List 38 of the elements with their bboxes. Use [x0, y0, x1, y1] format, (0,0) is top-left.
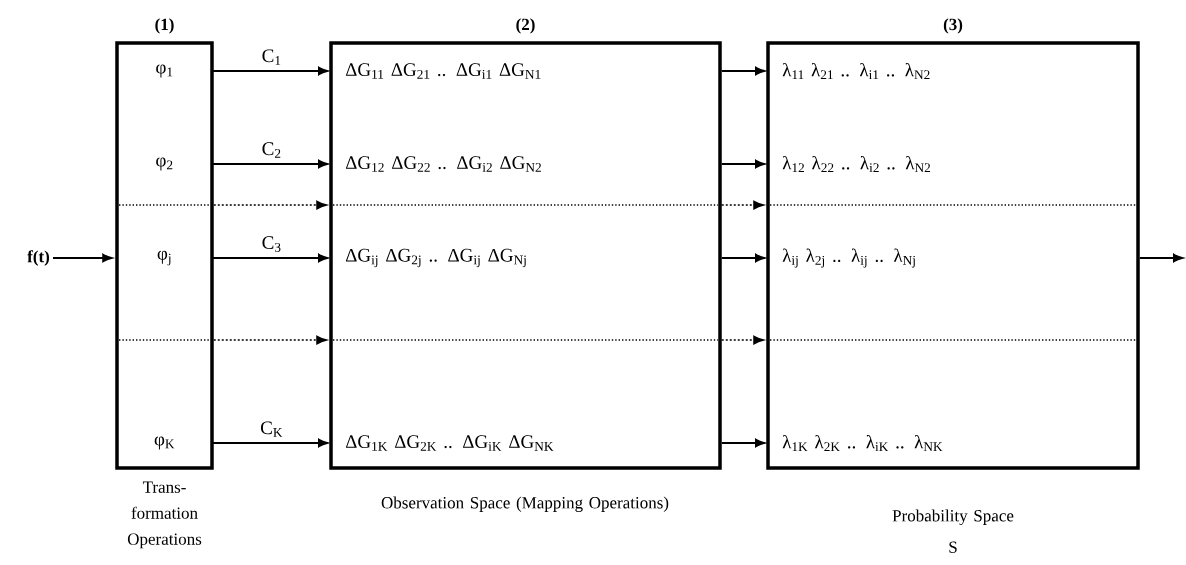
arrow	[721, 335, 765, 345]
arrow	[721, 200, 765, 210]
box-caption: Observation Space (Mapping Operations)	[381, 496, 669, 512]
symbol-row: λ$_{12}$ λ$_{22}$ .. λ$_{i2}$ .. λ$_{N2}$	[782, 155, 930, 173]
arrow	[720, 438, 765, 448]
arrow	[213, 335, 328, 345]
edge-label: C$_{3}$	[260, 235, 283, 253]
arrow	[720, 66, 765, 76]
symbol-row: φ$_{1}$	[156, 64, 173, 78]
symbol-row: φ$_{K}$	[154, 436, 175, 450]
arrow	[720, 253, 765, 263]
arrow	[211, 159, 328, 169]
symbol-row: φ$_{j}$	[157, 250, 171, 266]
edge-label: C$_{K}$	[259, 420, 284, 438]
box-caption: Trans- formation Operations	[127, 481, 202, 549]
symbol-row: ΔG$_{12}$ ΔG$_{22}$ .. ΔG$_{i2}$ ΔG$_{N2}$	[345, 156, 541, 172]
arrow	[1138, 253, 1183, 263]
symbol-row: ΔG$_{11}$ ΔG$_{21}$ .. ΔG$_{i1}$ ΔG$_{N1}$	[345, 63, 541, 79]
symbol-row: φ$_{2}$	[156, 157, 173, 171]
arrow	[213, 200, 328, 210]
arrow	[720, 159, 765, 169]
symbol-row: ΔG$_{1K}$ ΔG$_{2K}$ .. ΔG$_{iK}$ ΔG$_{NK}$	[345, 435, 554, 451]
box-heading: (1)	[155, 18, 174, 34]
arrow	[211, 66, 328, 76]
symbol-row: λ$_{1K}$ λ$_{2K}$ .. λ$_{iK}$ .. λ$_{NK}$	[782, 434, 943, 452]
box-caption: Probability Space	[892, 509, 1014, 525]
symbol-row: ΔG$_{ij}$ ΔG$_{2j}$ .. ΔG$_{ij}$ ΔG$_{Nj}$	[345, 248, 526, 268]
input-label: f(t)	[27, 250, 50, 266]
box-heading: (3)	[943, 18, 963, 34]
note-label: S	[949, 541, 957, 553]
arrow	[211, 438, 328, 448]
symbol-row: λ$_{11}$ λ$_{21}$ .. λ$_{i1}$ .. λ$_{N2}$	[782, 62, 930, 80]
arrow	[211, 253, 328, 263]
edge-label: C$_{2}$	[260, 141, 283, 159]
edge-label: C$_{1}$	[260, 48, 283, 66]
box-heading: (2)	[516, 18, 535, 34]
symbol-row: λ$_{ij}$ λ$_{2j}$ .. λ$_{ij}$ .. λ$_{Nj}$	[782, 248, 915, 268]
arrow	[52, 253, 113, 263]
